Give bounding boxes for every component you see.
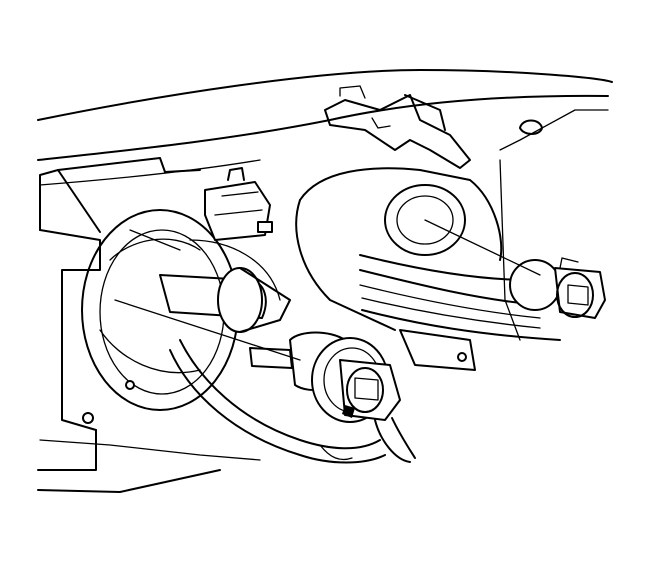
wiring-harness — [169, 339, 416, 464]
radiator-support-panel — [37, 157, 261, 493]
upper-mounting-bracket — [324, 85, 471, 169]
removed-bulb-socket — [249, 331, 401, 423]
left-bulb-assembly — [114, 239, 301, 361]
right-bulb-socket — [424, 219, 606, 319]
right-reflector-housing — [295, 109, 609, 371]
adjuster-screw-right — [457, 352, 467, 362]
left-reflector-housing — [81, 209, 239, 411]
adjuster-screw — [125, 380, 135, 390]
mount-bolt — [82, 412, 94, 424]
hood-edge — [37, 69, 613, 186]
upper-connector — [204, 167, 273, 241]
